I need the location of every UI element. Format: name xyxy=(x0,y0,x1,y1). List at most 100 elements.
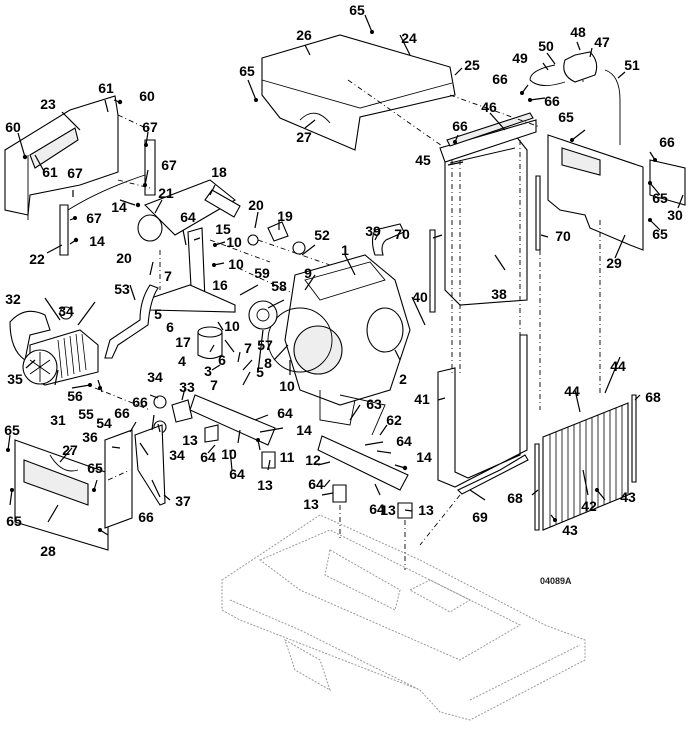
callout-43: 43 xyxy=(620,489,636,505)
fasteners xyxy=(6,30,657,532)
callout-59: 59 xyxy=(254,265,270,281)
callout-13: 13 xyxy=(418,502,434,518)
callout-64: 64 xyxy=(200,449,216,465)
callout-7: 7 xyxy=(244,340,252,356)
callout-35: 35 xyxy=(7,371,23,387)
callout-65: 65 xyxy=(6,513,22,529)
callout-10: 10 xyxy=(279,378,295,394)
callout-30: 30 xyxy=(667,207,683,223)
callout-24: 24 xyxy=(401,30,417,46)
exhaust-pipe-19-52 xyxy=(247,221,331,266)
callout-46: 46 xyxy=(481,99,497,115)
callout-55: 55 xyxy=(78,406,94,422)
leader-lines xyxy=(7,14,684,536)
callout-61: 61 xyxy=(42,164,58,180)
air-cleaner-31 xyxy=(9,306,99,386)
callout-64: 64 xyxy=(229,466,245,482)
callout-69: 69 xyxy=(472,509,488,525)
bracket-63-62 xyxy=(339,394,386,436)
callout-66: 66 xyxy=(659,134,675,150)
callout-61: 61 xyxy=(98,80,114,96)
callout-56: 56 xyxy=(67,388,83,404)
engine-mount-11 xyxy=(189,394,276,469)
callout-34: 34 xyxy=(147,369,163,385)
callout-67: 67 xyxy=(161,157,177,173)
callout-27: 27 xyxy=(296,129,312,145)
callout-1: 1 xyxy=(341,242,349,258)
side-panel-28 xyxy=(14,439,109,551)
callout-6: 6 xyxy=(218,352,226,368)
callout-25: 25 xyxy=(464,57,480,73)
muffler-18 xyxy=(137,179,241,242)
callout-52: 52 xyxy=(314,227,330,243)
callout-22: 22 xyxy=(29,251,45,267)
seal-69 xyxy=(457,454,529,495)
callout-8: 8 xyxy=(264,355,272,371)
callout-65: 65 xyxy=(239,63,255,79)
callout-51: 51 xyxy=(624,57,640,73)
callout-4: 4 xyxy=(178,353,186,369)
callout-50: 50 xyxy=(538,38,554,54)
assembly-lines xyxy=(94,79,601,546)
callout-10: 10 xyxy=(228,256,244,272)
radiator-bracket-45-46 xyxy=(439,112,537,163)
engine-bracket-15 xyxy=(144,227,236,313)
callout-5: 5 xyxy=(256,364,264,380)
callout-66: 66 xyxy=(492,71,508,87)
callout-16: 16 xyxy=(212,277,228,293)
callout-29: 29 xyxy=(606,255,622,271)
callout-66: 66 xyxy=(114,405,130,421)
callout-43: 43 xyxy=(562,522,578,538)
callout-14: 14 xyxy=(416,449,432,465)
callout-13: 13 xyxy=(182,432,198,448)
callout-7: 7 xyxy=(164,268,172,284)
callout-65: 65 xyxy=(4,422,20,438)
radiator-38 xyxy=(444,134,528,306)
callout-49: 49 xyxy=(512,50,528,66)
callout-28: 28 xyxy=(40,543,56,559)
callout-66: 66 xyxy=(452,118,468,134)
callout-3: 3 xyxy=(204,363,212,379)
callout-9: 9 xyxy=(304,265,312,281)
callout-10: 10 xyxy=(226,234,242,250)
callout-32: 32 xyxy=(5,291,21,307)
callout-64: 64 xyxy=(396,433,412,449)
oil-filter-4 xyxy=(197,326,223,360)
oil-cooler-42 xyxy=(534,394,637,531)
callout-45: 45 xyxy=(415,152,431,168)
callout-2: 2 xyxy=(399,371,407,387)
callout-20: 20 xyxy=(248,197,264,213)
rear-panel-29 xyxy=(547,134,644,251)
callout-23: 23 xyxy=(40,96,56,112)
callout-68: 68 xyxy=(645,389,661,405)
callout-65: 65 xyxy=(558,109,574,125)
figure-code: 04089A xyxy=(540,576,572,586)
callout-54: 54 xyxy=(96,415,112,431)
callout-65: 65 xyxy=(652,226,668,242)
panel-support-37 xyxy=(134,424,166,506)
callout-66: 66 xyxy=(132,394,148,410)
callout-40: 40 xyxy=(412,289,428,305)
callout-19: 19 xyxy=(277,208,293,224)
callout-47: 47 xyxy=(594,34,610,50)
callout-6: 6 xyxy=(166,319,174,335)
callout-64: 64 xyxy=(308,476,324,492)
callout-64: 64 xyxy=(180,209,196,225)
callout-68: 68 xyxy=(507,490,523,506)
callout-13: 13 xyxy=(303,496,319,512)
callout-21: 21 xyxy=(158,185,174,201)
callout-5: 5 xyxy=(154,306,162,322)
strip-70 xyxy=(429,175,541,313)
callout-64: 64 xyxy=(277,405,293,421)
callout-70: 70 xyxy=(394,226,410,242)
callout-20: 20 xyxy=(116,250,132,266)
callout-70: 70 xyxy=(555,228,571,244)
callout-39: 39 xyxy=(365,223,381,239)
callout-17: 17 xyxy=(175,334,191,350)
callout-14: 14 xyxy=(111,199,127,215)
callout-13: 13 xyxy=(257,477,273,493)
callout-60: 60 xyxy=(139,88,155,104)
callout-67: 67 xyxy=(67,165,83,181)
intake-hose-53 xyxy=(104,284,159,359)
